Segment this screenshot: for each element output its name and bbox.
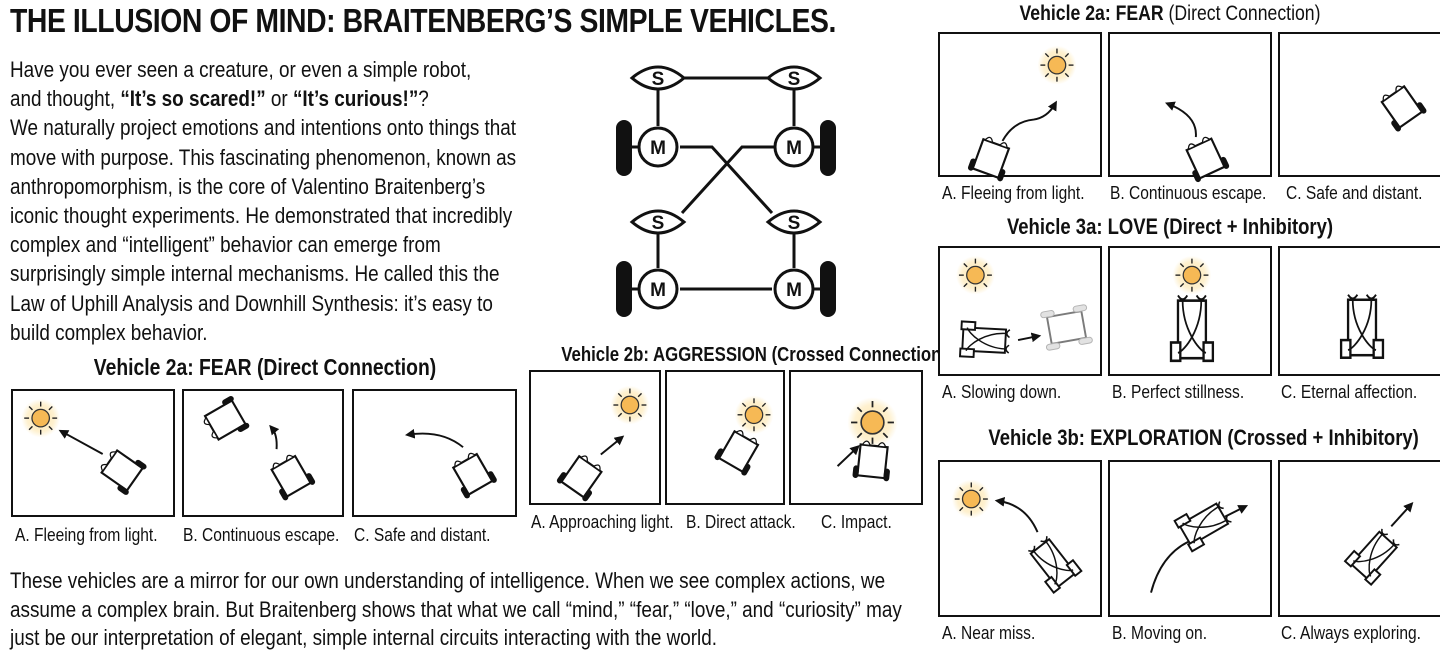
intro-text: ?	[418, 86, 429, 112]
panel-aggression-c	[789, 370, 923, 505]
caption: C. Always exploring.	[1281, 622, 1421, 643]
path-trail	[1150, 541, 1189, 593]
vehicle-icon	[1022, 531, 1083, 594]
caption: B. Direct attack.	[686, 511, 796, 532]
section-title-love: Vehicle 3a: LOVE (Direct + Inhibitory)	[1006, 214, 1334, 239]
motors	[637, 126, 815, 310]
panel-love-a	[938, 246, 1102, 376]
motor-label: M	[786, 138, 802, 159]
caption: C. Safe and distant.	[354, 524, 491, 545]
panel-exploration-b	[1108, 460, 1272, 617]
vehicle-icon	[264, 449, 318, 503]
panel-love-b	[1108, 246, 1272, 376]
arrow-icon	[600, 435, 625, 456]
caption: A. Slowing down.	[942, 381, 1062, 402]
panel-fear-b	[182, 389, 344, 517]
section-title-fear-left: Vehicle 2a: FEAR (Direct Connection)	[93, 354, 437, 380]
intro-text: or	[265, 86, 293, 112]
ghost-vehicle-icon	[1040, 304, 1093, 351]
sensor-label: S	[652, 213, 665, 234]
panel-aggression-a	[529, 370, 661, 505]
vehicle-icon	[198, 393, 252, 447]
quote-scared: “It’s so scared!”	[120, 86, 266, 112]
sun-icon	[20, 398, 61, 439]
intro-body: We naturally project emotions and intent…	[10, 115, 517, 345]
intro-paragraph: Have you ever seen a creature, or even a…	[10, 55, 522, 347]
title-rest: (Direct Connection)	[1163, 2, 1321, 25]
arrow-icon	[1390, 501, 1414, 527]
intro-line-1: Have you ever seen a creature, or even a…	[10, 57, 472, 82]
arrow-icon	[994, 496, 1039, 533]
arrow-icon	[404, 428, 464, 448]
sensor-label: S	[788, 213, 801, 234]
caption: A. Fleeing from light.	[15, 524, 158, 545]
vehicle-icon	[1344, 524, 1405, 586]
sun-icon	[955, 255, 996, 296]
caption: B. Moving on.	[1112, 622, 1208, 643]
arrow-icon	[1017, 332, 1042, 343]
crossed-wire-1	[680, 145, 774, 215]
caption: A. Approaching light.	[531, 511, 674, 532]
title-bold: Vehicle 2a: FEAR	[1019, 2, 1164, 25]
caption: A. Fleeing from light.	[942, 182, 1085, 203]
sensors	[629, 65, 823, 235]
sensor-label: S	[788, 69, 801, 90]
section-title-aggression: Vehicle 2b: AGGRESSION (Crossed Connecti…	[561, 344, 948, 366]
arrow-icon	[836, 445, 860, 467]
page-title: THE ILLUSION OF MIND: BRAITENBERG’S SIMP…	[10, 2, 836, 39]
vehicle-icon	[1374, 79, 1429, 134]
vehicle-icon	[966, 132, 1016, 184]
panel-fear-a	[11, 389, 175, 517]
vehicle-icon	[1173, 495, 1236, 553]
vehicle-icon	[94, 443, 149, 498]
arrow-icon	[1164, 101, 1197, 138]
conclusion-text: These vehicles are a mirror for our own …	[10, 568, 902, 650]
vehicle-icon	[1179, 131, 1232, 185]
caption: C. Safe and distant.	[1286, 182, 1423, 203]
caption: C. Impact.	[821, 511, 892, 532]
panel-fear-right-b	[1108, 32, 1272, 185]
sun-icon	[846, 396, 899, 449]
caption: A. Near miss.	[942, 622, 1036, 643]
sun-icon	[1036, 44, 1078, 86]
sun-icon	[609, 384, 650, 426]
wiring-diagram: S S S S M M M M	[612, 56, 842, 318]
conclusion-paragraph: These vehicles are a mirror for our own …	[10, 567, 934, 653]
panel-love-c	[1278, 246, 1440, 376]
section-title-fear-right: Vehicle 2a: FEAR (Direct Connection)	[994, 2, 1347, 26]
motor-label: M	[786, 280, 802, 301]
caption: B. Continuous escape.	[183, 524, 340, 545]
sun-icon	[1171, 255, 1213, 296]
sensor-label: S	[652, 69, 665, 90]
vehicle-icon	[446, 447, 499, 501]
panel-fear-right-c	[1278, 32, 1440, 177]
vehicle-icon	[554, 449, 609, 504]
section-title-exploration: Vehicle 3b: EXPLORATION (Crossed + Inhib…	[988, 425, 1419, 450]
sun-icon	[733, 394, 775, 435]
arrow-icon	[1224, 505, 1249, 518]
caption: B. Continuous escape.	[1110, 182, 1267, 203]
arrow-icon	[1001, 100, 1057, 142]
arrow-icon	[269, 424, 280, 450]
panel-exploration-a	[938, 460, 1102, 617]
panel-fear-c	[352, 389, 517, 517]
crossed-wire-2	[680, 145, 774, 215]
vehicle-icon	[1339, 293, 1385, 359]
sun-icon	[951, 478, 992, 520]
caption: B. Perfect stillness.	[1112, 381, 1245, 402]
panel-fear-right-a	[938, 32, 1102, 184]
vehicle-icon	[851, 438, 894, 483]
vehicle-icon	[1169, 294, 1215, 363]
arrow-icon	[58, 429, 104, 455]
caption: C. Eternal affection.	[1281, 381, 1418, 402]
quote-curious: “It’s curious!”	[292, 86, 419, 112]
motor-label: M	[650, 280, 666, 301]
panel-aggression-b	[665, 370, 785, 505]
vehicle-icon	[959, 320, 1012, 360]
motor-label: M	[650, 138, 666, 159]
intro-text: and thought,	[10, 86, 121, 112]
panel-exploration-c	[1278, 460, 1440, 617]
